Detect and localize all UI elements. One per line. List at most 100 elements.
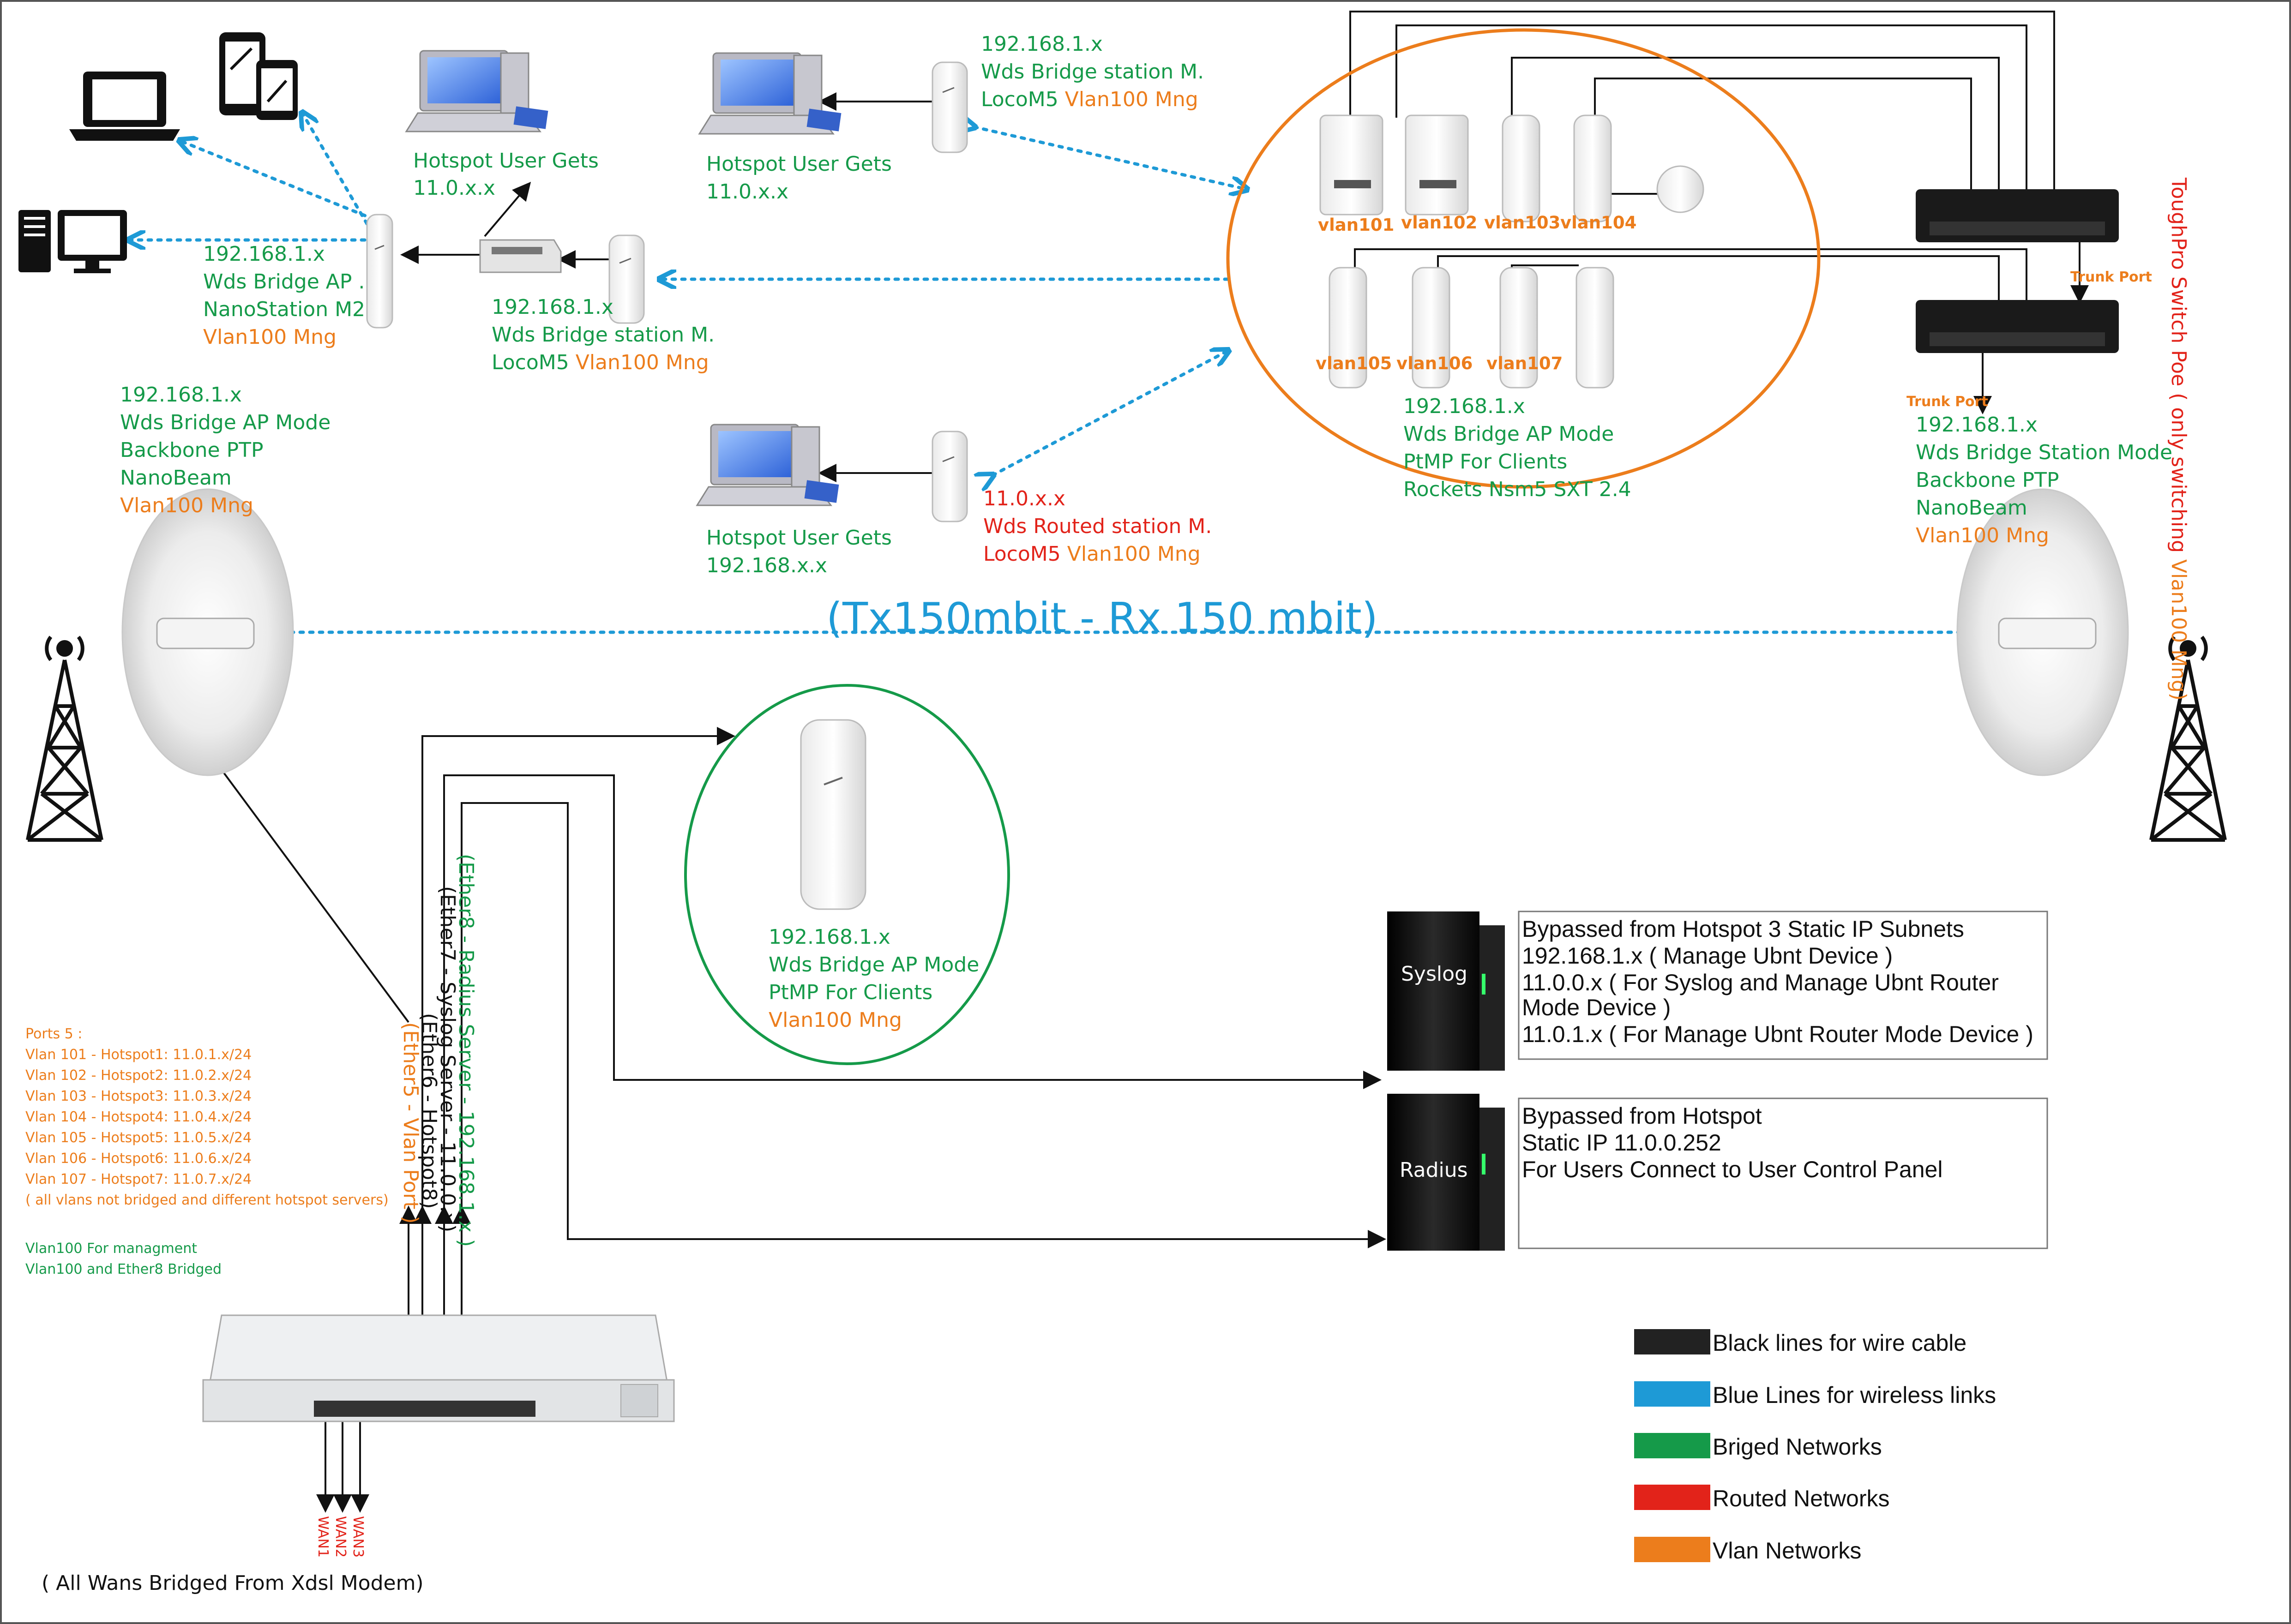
legend-label-orange: Vlan Networks bbox=[1713, 1538, 1861, 1564]
legend-swatch-blue bbox=[1634, 1381, 1710, 1407]
ether5-label: (Ether5 - Vlan Port ) bbox=[399, 1022, 422, 1224]
wire-cables bbox=[182, 11, 2089, 1513]
mid-station-ip: 192.168.1.x bbox=[492, 295, 613, 319]
toughpro-switch-label: ToughPro Switch Poe ( only switching Vla… bbox=[2167, 177, 2190, 701]
bottom-ap-mng: Vlan100 Mng bbox=[769, 1008, 902, 1032]
radius-info-line: Bypassed from Hotspot bbox=[1522, 1103, 1762, 1129]
hotspot-pc3-line1: Hotspot User Gets bbox=[706, 526, 892, 550]
ports-note-line: Vlan 107 - Hotspot7: 11.0.7.x/24 bbox=[25, 1171, 252, 1187]
radius-info-line: For Users Connect to User Control Panel bbox=[1522, 1157, 1942, 1182]
radius-server-icon bbox=[1387, 1094, 1505, 1251]
left-nanobeam-role: Wds Bridge AP Mode bbox=[120, 411, 331, 434]
syslog-info-line: Bypassed from Hotspot 3 Static IP Subnet… bbox=[1522, 916, 1964, 942]
legend-label-black: Black lines for wire cable bbox=[1713, 1330, 1966, 1356]
syslog-server-icon bbox=[1387, 911, 1505, 1071]
desktop-monitor-icon bbox=[18, 210, 127, 273]
cluster-ip: 192.168.1.x bbox=[1403, 395, 1525, 418]
top-station-role: Wds Bridge station M. bbox=[981, 60, 1204, 84]
locom5-routed-station-icon bbox=[932, 431, 968, 522]
cluster-model: Rockets Nsm5 SXT 2.4 bbox=[1403, 478, 1631, 501]
mid-station-model: LocoM5 Vlan100 Mng bbox=[492, 351, 709, 374]
cluster-role: Wds Bridge AP Mode bbox=[1403, 422, 1614, 446]
pc-icon-1 bbox=[405, 50, 548, 132]
vlan106-label: vlan106 bbox=[1396, 354, 1473, 373]
rocket-devices bbox=[1319, 114, 1469, 216]
routed-station-model: LocoM5 Vlan100 Mng bbox=[983, 542, 1201, 566]
syslog-label: Syslog bbox=[1401, 962, 1467, 986]
backbone-speed-label: (Tx150mbit - Rx 150 mbit) bbox=[826, 594, 1378, 642]
bottom-ap-role: Wds Bridge AP Mode bbox=[769, 953, 979, 977]
vlan104-label: vlan104 bbox=[1560, 213, 1636, 233]
small-switch-icon bbox=[479, 239, 562, 273]
nanostation-ip: 192.168.1.x bbox=[203, 242, 325, 266]
trunk-port-1: Trunk Port bbox=[2070, 269, 2152, 285]
tower-right-icon bbox=[2149, 635, 2227, 842]
hotspot-pc3-line2: 192.168.x.x bbox=[706, 554, 827, 577]
right-nanobeam-model: NanoBeam bbox=[1916, 496, 2027, 520]
nanobeam-right-icon bbox=[1956, 488, 2129, 776]
right-nanobeam-link: Backbone PTP bbox=[1916, 468, 2059, 492]
pc-icon-2 bbox=[698, 52, 842, 135]
bottom-ap-mode: PtMP For Clients bbox=[769, 981, 932, 1004]
syslog-info-line: 11.0.0.x ( For Syslog and Manage Ubnt Ro… bbox=[1522, 970, 1999, 995]
ports-note-line: Vlan 105 - Hotspot5: 11.0.5.x/24 bbox=[25, 1130, 252, 1146]
routed-station-ip: 11.0.x.x bbox=[983, 487, 1065, 510]
radius-label: Radius bbox=[1400, 1158, 1468, 1182]
hotspot-pc1-line2: 11.0.x.x bbox=[413, 176, 495, 200]
mikrotik-router-icon bbox=[202, 1314, 675, 1422]
wan2-label: WAN2 bbox=[332, 1516, 349, 1558]
toughswitch-top bbox=[1916, 189, 2119, 242]
ports-note-title: Ports 5 : bbox=[25, 1026, 82, 1042]
routed-station-role: Wds Routed station M. bbox=[983, 515, 1212, 538]
vlan102-label: vlan102 bbox=[1401, 213, 1477, 233]
pc-icon-3 bbox=[696, 424, 839, 506]
syslog-info-line: 192.168.1.x ( Manage Ubnt Device ) bbox=[1522, 943, 1893, 969]
top-station-model: LocoM5 Vlan100 Mng bbox=[981, 88, 1198, 111]
legend-label-red: Routed Networks bbox=[1713, 1486, 1890, 1511]
hotspot-pc2-line2: 11.0.x.x bbox=[706, 180, 788, 204]
wireless-links bbox=[129, 113, 1994, 632]
top-station-ip: 192.168.1.x bbox=[981, 32, 1103, 56]
nanostation-mng: Vlan100 Mng bbox=[203, 325, 337, 349]
legend-swatch-red bbox=[1634, 1485, 1710, 1510]
ports-note-line: Vlan 106 - Hotspot6: 11.0.6.x/24 bbox=[25, 1151, 252, 1167]
phone-icon bbox=[219, 32, 298, 120]
vlan105-label: vlan105 bbox=[1316, 354, 1392, 373]
ether8-label: (Ether8 - Radius Server - 192.168.1.x ) bbox=[454, 854, 478, 1247]
left-nanobeam-link: Backbone PTP bbox=[120, 438, 264, 462]
mgmt-note-2: Vlan100 and Ether8 Bridged bbox=[25, 1261, 222, 1277]
toughswitch-bottom bbox=[1916, 300, 2119, 353]
ports-note-line: Vlan 104 - Hotspot4: 11.0.4.x/24 bbox=[25, 1109, 252, 1125]
mgmt-note-1: Vlan100 For managment bbox=[25, 1240, 197, 1257]
hotspot-pc1-line1: Hotspot User Gets bbox=[413, 149, 599, 173]
right-nanobeam-role: Wds Bridge Station Mode bbox=[1916, 441, 2172, 464]
radius-info-line: Static IP 11.0.0.252 bbox=[1522, 1130, 1721, 1156]
vlan101-label: vlan101 bbox=[1318, 215, 1394, 235]
ether6-label: (Ether6 - Hotspot8) bbox=[417, 1013, 441, 1209]
syslog-info-line: Mode Device ) bbox=[1522, 995, 1671, 1020]
ports-note-line: Vlan 101 - Hotspot1: 11.0.1.x/24 bbox=[25, 1047, 252, 1063]
hotspot-pc2-line1: Hotspot User Gets bbox=[706, 152, 892, 176]
laptop-icon bbox=[69, 72, 180, 141]
wan1-label: WAN1 bbox=[315, 1516, 331, 1558]
legend-swatch-orange bbox=[1634, 1537, 1710, 1562]
nanostation-m2-icon bbox=[366, 214, 393, 329]
ports-note-line: ( all vlans not bridged and different ho… bbox=[25, 1192, 389, 1208]
bottom-ap-ip: 192.168.1.x bbox=[769, 925, 890, 949]
radius-info-box bbox=[1518, 1097, 2048, 1249]
left-nanobeam-ip: 192.168.1.x bbox=[120, 383, 242, 407]
legend: Black lines for wire cable Blue Lines fo… bbox=[1634, 1329, 1996, 1564]
wans-note: ( All Wans Bridged From Xdsl Modem) bbox=[42, 1571, 424, 1595]
trunk-port-2: Trunk Port bbox=[1906, 394, 1988, 410]
syslog-info-box bbox=[1518, 911, 2048, 1060]
cluster-mode: PtMP For Clients bbox=[1403, 450, 1567, 473]
legend-swatch-black bbox=[1634, 1329, 1710, 1354]
sxt-devices bbox=[1329, 114, 1704, 389]
nanobeam-left-icon bbox=[121, 488, 294, 776]
left-nanobeam-mng: Vlan100 Mng bbox=[120, 494, 253, 517]
left-nanobeam-model: NanoBeam bbox=[120, 466, 232, 490]
bottom-nanostation-icon bbox=[800, 719, 866, 910]
locom5-station-mid-icon bbox=[608, 234, 645, 324]
